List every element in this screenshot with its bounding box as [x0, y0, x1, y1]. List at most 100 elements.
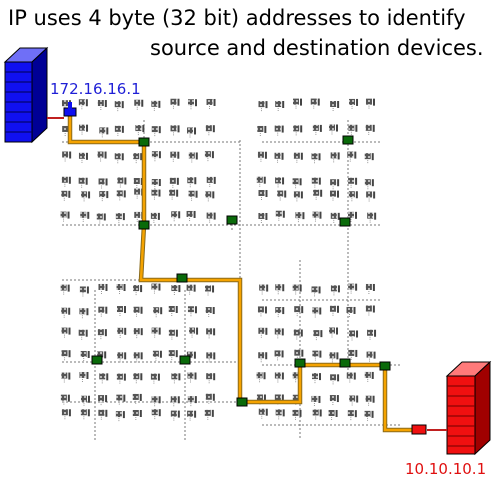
workstation-icon — [206, 352, 216, 360]
workstation-icon — [171, 285, 181, 293]
workstation-icon — [329, 327, 339, 335]
workstation-icon — [364, 179, 374, 187]
workstation-icon — [348, 177, 358, 185]
switch-icon — [179, 355, 191, 365]
workstation-icon — [274, 152, 284, 160]
workstation-icon — [328, 124, 338, 132]
workstation-icon — [257, 306, 267, 314]
workstation-icon — [170, 396, 180, 404]
workstation-icon — [61, 350, 71, 358]
workstation-icon — [206, 176, 216, 184]
workstation-icon — [365, 395, 375, 403]
workstation-icon — [329, 305, 339, 313]
workstation-icon — [257, 125, 267, 133]
workstation-icon — [292, 284, 302, 292]
workstation-icon — [150, 373, 160, 381]
workstation-icon — [168, 305, 178, 313]
workstation-icon — [292, 178, 302, 186]
route-path — [67, 116, 415, 433]
workstation-icon — [133, 285, 143, 293]
workstation-icon — [96, 213, 106, 221]
workstation-icon — [365, 98, 375, 106]
workstation-icon — [330, 179, 340, 187]
workstation-icon — [152, 350, 162, 358]
workstation-icon — [205, 191, 215, 199]
switch-icon — [176, 273, 188, 283]
workstation-icon — [116, 373, 126, 381]
workstation-icon — [169, 177, 179, 185]
workstation-icon — [187, 372, 197, 380]
workstation-icon — [258, 352, 268, 360]
destination-ip-label: 10.10.10.1 — [405, 460, 487, 478]
workstation-icon — [61, 409, 71, 417]
workstation-icon — [171, 373, 181, 381]
switch-icon — [339, 358, 351, 368]
workstation-icon — [80, 395, 90, 403]
workstation-icon — [348, 191, 358, 199]
workstation-icon — [274, 125, 284, 133]
workstation-icon — [275, 284, 285, 292]
workstation-icon — [133, 352, 143, 360]
workstation-icon — [188, 152, 198, 160]
workstation-icon — [293, 98, 303, 106]
workstation-icon — [116, 284, 126, 292]
workstation-icon — [117, 327, 127, 335]
workstation-icon — [97, 329, 107, 337]
workstation-icon — [206, 212, 216, 220]
workstation-icon — [259, 284, 269, 292]
workstation-icon — [98, 306, 108, 314]
workstation-icon — [115, 411, 125, 419]
workstation-icon — [188, 190, 198, 198]
switch-icon — [379, 361, 391, 371]
workstation-icon — [311, 373, 321, 381]
switch-icon — [339, 217, 351, 227]
workstation-icon — [206, 328, 216, 336]
workstation-icon — [81, 191, 91, 199]
workstation-icon — [135, 125, 145, 133]
workstation-icon — [348, 349, 358, 357]
workstation-icon — [151, 409, 161, 417]
workstation-icon — [348, 211, 358, 219]
workstation-icon — [365, 124, 375, 132]
workstation-icon — [62, 151, 72, 159]
workstation-icon — [78, 152, 88, 160]
workstation-icon — [97, 151, 107, 159]
workstation-icon — [312, 124, 322, 132]
workstation-icon — [313, 330, 323, 338]
workstation-icon — [365, 305, 375, 313]
workstation-icon — [257, 151, 267, 159]
workstation-icon — [274, 394, 284, 402]
switch-icon — [91, 355, 103, 365]
workstation-icon — [346, 372, 356, 380]
workstation-icon — [117, 177, 127, 185]
workstation-icon — [169, 189, 179, 197]
workstation-icon — [186, 210, 196, 218]
workstation-icon — [151, 100, 161, 108]
workstation-icon — [189, 327, 199, 335]
switch-icon — [294, 358, 306, 368]
workstation-icon — [204, 409, 214, 417]
workstation-icon — [310, 98, 320, 106]
workstation-icon — [364, 153, 374, 161]
workstation-icon — [274, 328, 284, 336]
workstation-icon — [61, 307, 71, 315]
workstation-icon — [347, 151, 357, 159]
workstation-icon — [98, 283, 108, 291]
workstation-icon — [365, 283, 375, 291]
workstation-icon — [133, 177, 143, 185]
workstation-icon — [186, 284, 196, 292]
workstation-icon — [295, 212, 305, 220]
source-server-icon — [3, 46, 77, 144]
workstation-icon — [99, 373, 109, 381]
workstation-icon — [78, 99, 88, 107]
workstation-icon — [348, 124, 358, 132]
workstation-icon — [274, 350, 284, 358]
workstation-icon — [329, 352, 339, 360]
workstation-icon — [275, 210, 285, 218]
workstation-icon — [171, 211, 181, 219]
switch-nodes — [91, 135, 391, 407]
workstation-icon — [311, 395, 321, 403]
source-ip-label: 172.16.16.1 — [50, 80, 141, 98]
workstation-icon — [60, 211, 70, 219]
